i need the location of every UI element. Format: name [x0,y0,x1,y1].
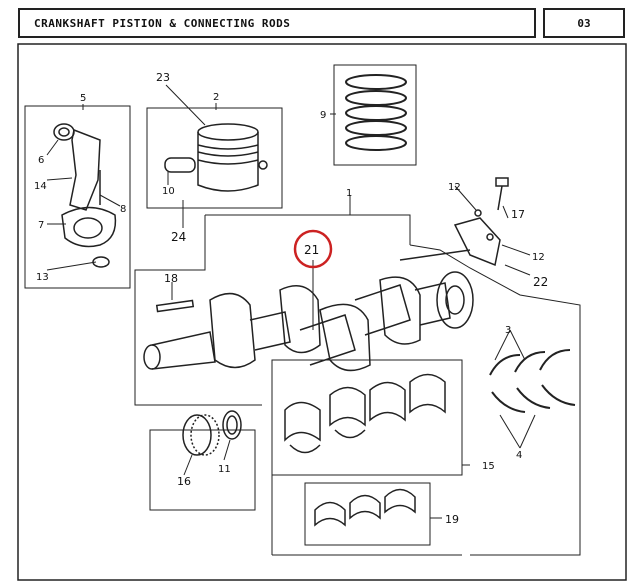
callout-13: 13 [36,272,49,283]
rod-bearing-shells-drawing [489,349,576,413]
connecting-rod-box [24,105,131,289]
main-bearings-drawing [284,373,446,454]
piston-ring-box [333,64,417,166]
callout-3: 3 [505,325,511,336]
piston-box [146,107,283,209]
callout-18: 18 [164,272,178,285]
dowel-pin-drawing [155,299,195,313]
callout-12-lower: 12 [532,252,545,263]
highlight-circle [293,229,333,269]
gear-box [149,429,256,511]
callout-12-upper: 12 [448,182,461,193]
callout-5: 5 [80,93,86,104]
callout-14: 14 [34,181,47,192]
gear-drawing [182,410,242,456]
callout-15: 15 [482,461,495,472]
callout-1: 1 [346,188,352,199]
callout-16: 16 [177,475,191,488]
callout-10: 10 [162,186,175,197]
callout-7: 7 [38,220,44,231]
piston-rings-drawing [345,74,407,151]
page-title: CRANKSHAFT PISTION & CONNECTING RODS [18,8,536,38]
crankshaft-drawing [143,249,474,372]
callout-11: 11 [218,464,231,475]
callout-9: 9 [320,110,326,121]
diagram-border [17,43,627,581]
callout-22: 22 [533,275,548,289]
connecting-rod-drawing [53,123,117,268]
callout-8: 8 [120,204,126,215]
page-number: 03 [543,8,625,38]
callout-6: 6 [38,155,44,166]
bolt-bracket-drawing [453,177,509,267]
piston-drawing [164,123,268,192]
callout-21: 21 [304,243,319,257]
callout-4: 4 [516,450,522,461]
callout-2: 2 [213,92,219,103]
thrust-bearing-box [304,482,431,546]
main-bearing-box [271,359,463,476]
callout-23: 23 [156,71,170,84]
callout-19: 19 [445,513,459,526]
callout-24: 24 [171,230,186,244]
callout-17: 17 [511,208,525,221]
leader-lines [46,84,536,519]
crankshaft-bracket [205,214,411,245]
thrust-bearings-drawing [314,488,416,527]
